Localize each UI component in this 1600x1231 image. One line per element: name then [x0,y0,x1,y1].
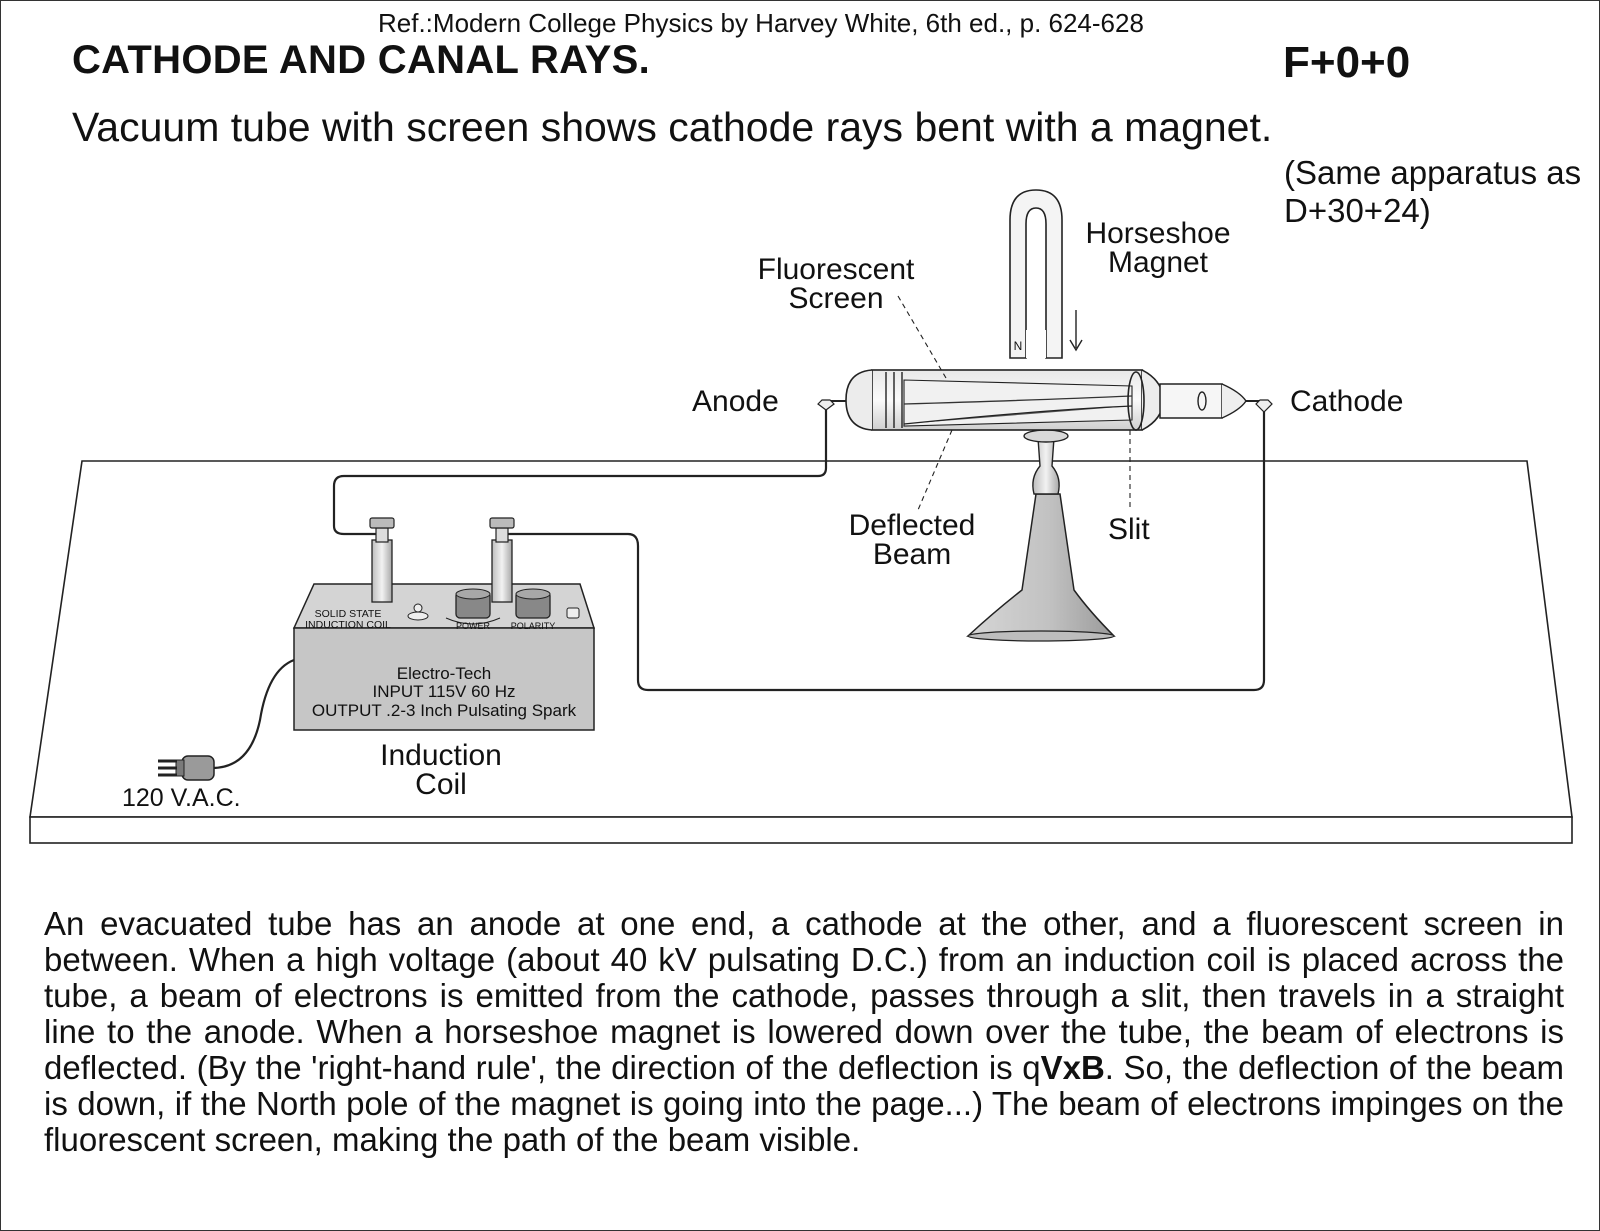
page-title: CATHODE AND CANAL RAYS. [72,38,651,82]
cathode-label: Cathode [1290,385,1404,418]
coil-label-line2: INDUCTION COIL [305,619,391,631]
wires [211,410,1266,770]
power-source-label: 120 V.A.C. [122,784,241,812]
coil-brand: Electro-Tech [397,664,491,683]
table [29,460,1573,844]
deflected-beam-label: Deflected Beam [848,509,976,571]
reference-text: Ref.:Modern College Physics by Harvey Wh… [378,8,1144,38]
tube-stand [966,429,1116,642]
fluorescent-screen-label: Fluorescent Screen [757,253,915,315]
description-part1: An evacuated tube has an anode at one en… [44,905,1564,1086]
description-bold: VxB [1040,1049,1105,1086]
coil-input: INPUT 115V 60 Hz [373,682,516,701]
description-part2: . So, the deflection of the beam is down… [44,1049,1564,1158]
power-plug-icon [158,755,215,781]
north-pole-label: N [1014,339,1023,353]
demo-code: F+0+0 [1283,38,1411,87]
coil-label-line1: SOLID STATE [315,608,382,620]
coil-output: OUTPUT .2-3 Inch Pulsating Spark [312,701,577,720]
anode-label: Anode [692,385,779,418]
slit-label: Slit [1108,513,1150,546]
same-apparatus-note: (Same apparatus as D+30+24) [1284,154,1582,229]
horseshoe-magnet-label: Horseshoe Magnet [1085,217,1231,279]
vacuum-tube [817,369,1273,431]
horseshoe-magnet-icon: N [1009,189,1063,359]
polarity-knob-label: POLARITY [511,621,556,631]
description-paragraph: An evacuated tube has an anode at one en… [44,906,1564,1158]
annotation-lines [897,295,1131,511]
induction-coil-label: Induction Coil [380,739,502,801]
page-subtitle: Vacuum tube with screen shows cathode ra… [72,104,1273,150]
induction-coil-box: SOLID STATE INDUCTION COIL POWER POLARIT… [292,517,596,731]
power-knob-label: POWER [456,621,491,631]
